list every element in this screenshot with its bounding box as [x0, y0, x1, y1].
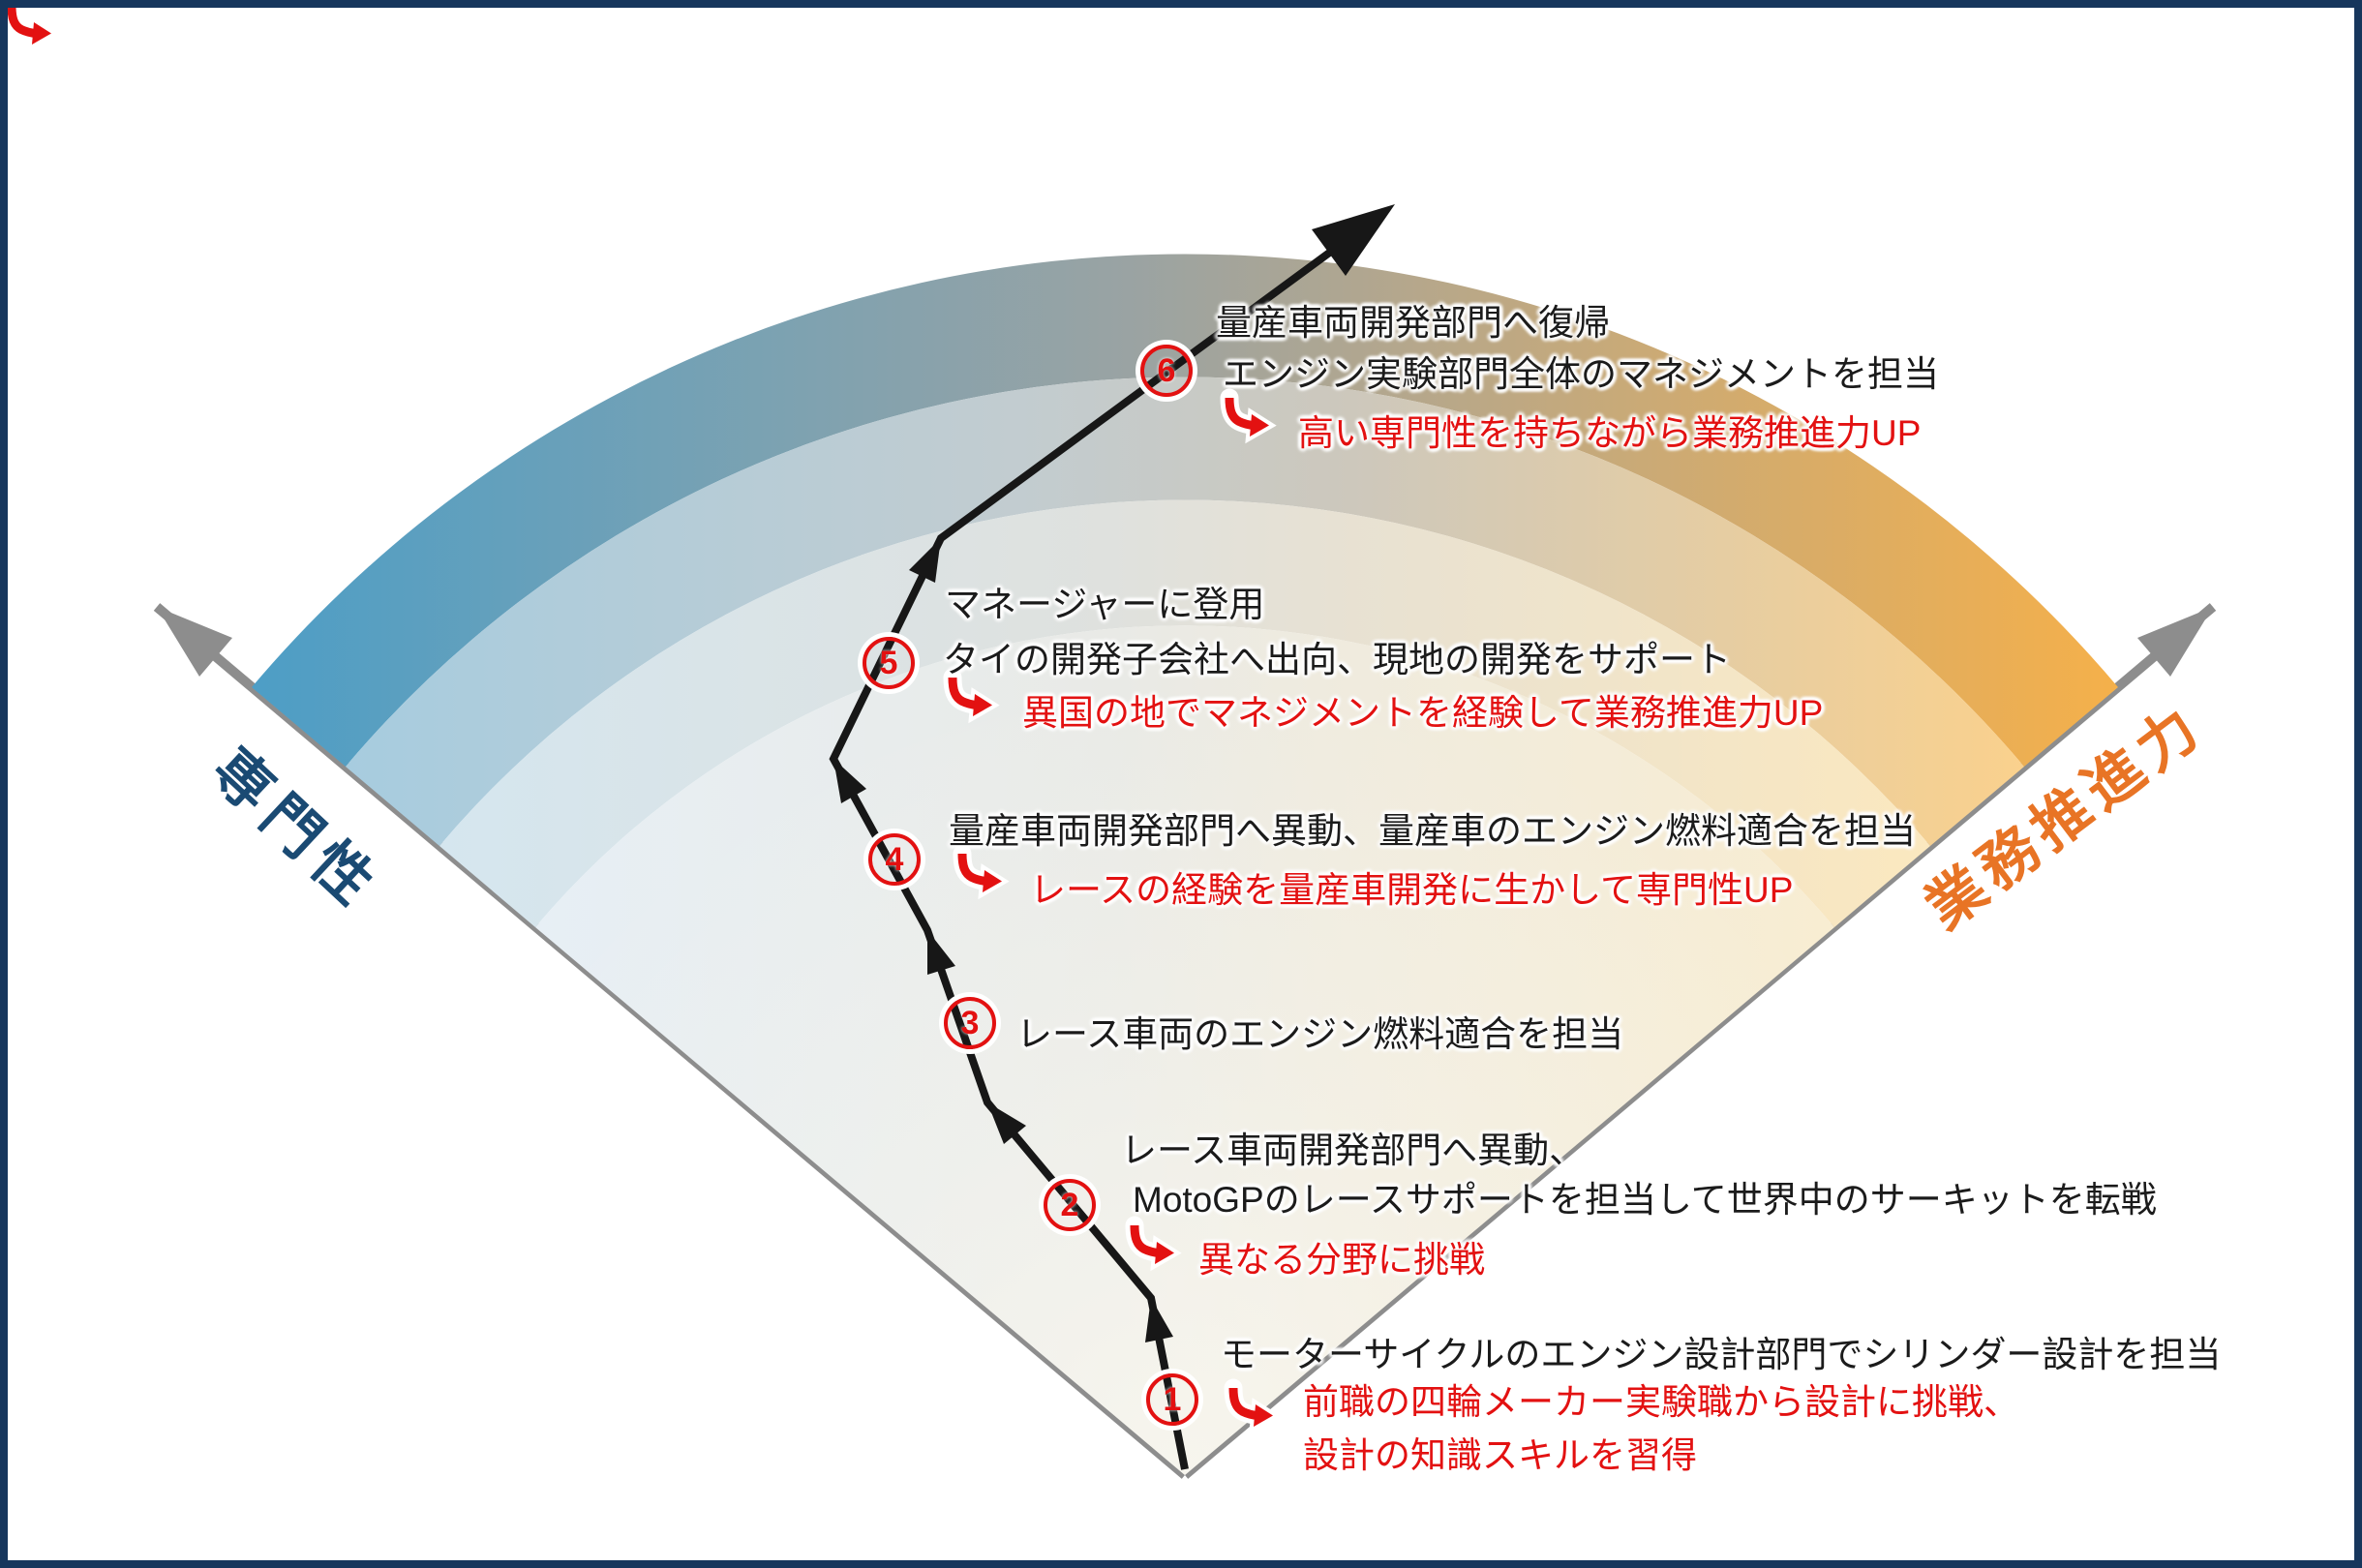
- path-arrowhead-top-icon: [1312, 204, 1395, 276]
- path-arrowhead-1-icon: [1145, 1298, 1173, 1342]
- step5-line2: タイの開発子会社へ出向、現地の開発をサポート: [943, 640, 1731, 679]
- step6-note: 高い専門性を持ちながら業務推進力UP: [1298, 413, 1922, 453]
- fan-band-inner: [439, 499, 1930, 927]
- step1-note-line2: 設計の知識スキルを習得: [1303, 1435, 1697, 1475]
- step5-number-badge: 5: [863, 637, 915, 689]
- step5-note: 異国の地でマネジメントを経験して業務推進力UP: [1022, 693, 1824, 733]
- fan-band-middle: [346, 377, 2024, 846]
- step1-note-line1: 前職の四輪メーカー実験職から設計に挑戦、: [1303, 1382, 2019, 1422]
- step2-line1: レース車両開発部門へ異動、: [1121, 1131, 1586, 1170]
- step6-line2: エンジン実験部門全体のマネジメントを担当: [1223, 354, 1939, 394]
- step3-number-badge: 3: [944, 997, 996, 1049]
- fan-chart-graphic: [8, 8, 2217, 1479]
- step2-line2: MotoGPのレースサポートを担当して世界中のサーキットを転戦: [1133, 1180, 2157, 1220]
- step4-number-badge: 4: [868, 833, 921, 886]
- right-axis-arrowhead-icon: [2137, 607, 2213, 677]
- step6-number: 6: [1157, 351, 1176, 389]
- fan-band-outer: [252, 254, 2118, 767]
- step4-note: レースの経験を量産車開発に生かして専門性UP: [1030, 870, 1794, 910]
- step5-line1: マネージャーに登用: [945, 585, 1265, 624]
- left-axis-arrowhead-icon: [157, 607, 232, 677]
- step6-line1: 量産車両開発部門へ復帰: [1216, 303, 1610, 343]
- path-arrowhead-2-icon: [987, 1102, 1026, 1144]
- fan-interior-highlight: [535, 625, 1834, 1475]
- step1-line1: モーターサイクルのエンジン設計部門でシリンダー設計を担当: [1221, 1335, 2222, 1374]
- step4-number: 4: [885, 840, 904, 878]
- step1-number-badge: 1: [1146, 1373, 1198, 1426]
- step2-note: 異なる分野に挑戦: [1198, 1240, 1485, 1280]
- step3-number: 3: [960, 1004, 980, 1041]
- path-arrowhead-4-icon: [833, 759, 866, 803]
- step4-line1: 量産車両開発部門へ異動、量産車のエンジン燃料適合を担当: [949, 811, 1916, 851]
- step2-number: 2: [1060, 1186, 1079, 1223]
- step1-number: 1: [1163, 1380, 1182, 1418]
- step3-line1: レース車両のエンジン燃料適合を担当: [1016, 1014, 1624, 1054]
- path-arrowhead-5-icon: [909, 538, 941, 583]
- step2-number-badge: 2: [1044, 1179, 1096, 1231]
- step5-number: 5: [879, 644, 898, 681]
- path-arrowhead-3-icon: [927, 930, 955, 975]
- step6-number-badge: 6: [1140, 345, 1193, 397]
